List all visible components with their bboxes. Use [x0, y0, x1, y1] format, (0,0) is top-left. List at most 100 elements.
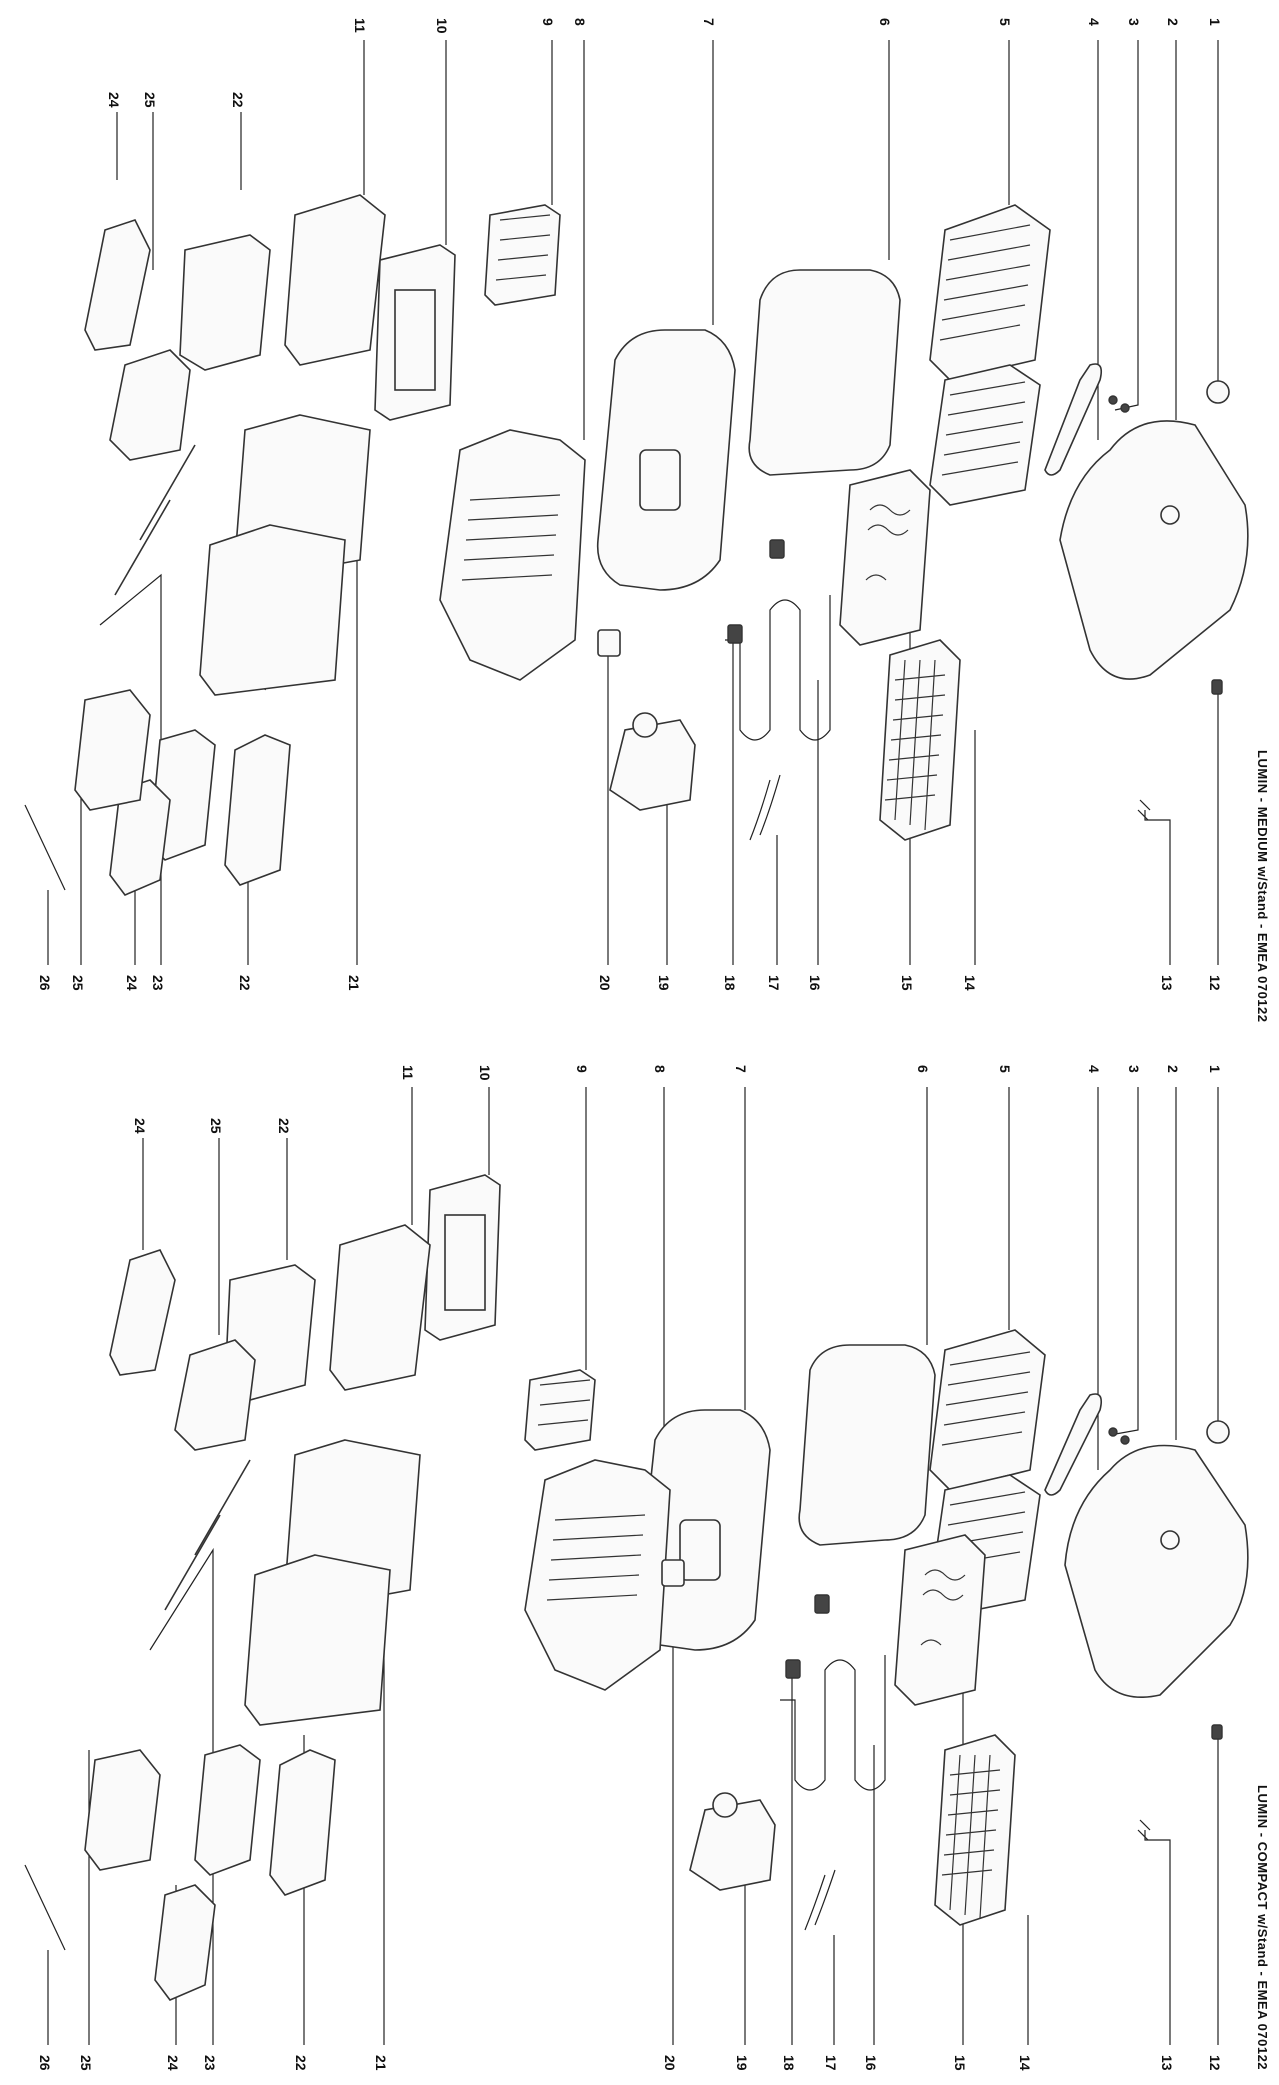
callout-24: 24 [165, 2055, 181, 2071]
callout-16: 16 [863, 2055, 879, 2071]
inner-callouts: 22 25 24 [132, 1118, 292, 1335]
panel-compact: LUMIN - COMPACT w/Stand - EMEA 070122 1 … [24, 1065, 1270, 2071]
clip-part [1211, 1724, 1223, 1740]
cable-part [749, 774, 781, 841]
callout-20: 20 [662, 2055, 678, 2071]
drip-tray-part [798, 1344, 936, 1546]
panel-medium: LUMIN - MEDIUM w/Stand - EMEA 070122 1 2… [24, 18, 1270, 1023]
callout-22: 22 [237, 975, 253, 991]
plug-part [661, 1559, 685, 1587]
grommet-part [1120, 1435, 1130, 1445]
tool-part [24, 804, 66, 891]
callout-2: 2 [1165, 1065, 1181, 1073]
fan-cover-part [839, 469, 931, 646]
callout-3: 3 [1126, 18, 1142, 26]
callout-12: 12 [1207, 2055, 1223, 2071]
inner-callouts: 22 25 24 [106, 92, 246, 270]
parts-medium [24, 194, 1249, 896]
callout-7: 7 [733, 1065, 749, 1073]
controller-part [609, 719, 696, 811]
flat-plate-part [284, 194, 386, 366]
lid-part [1064, 1444, 1249, 1699]
grommet-part [1120, 403, 1130, 413]
callout-3: 3 [1126, 1065, 1142, 1073]
knob-part [1206, 380, 1230, 404]
lid-part [1059, 420, 1249, 680]
bottom-callouts: 12 13 14 15 16 17 18 19 20 21 22 23 24 2… [37, 975, 1223, 991]
top-leader-lines [363, 40, 1219, 440]
callout-23: 23 [202, 2055, 218, 2071]
knob-part [1206, 1420, 1230, 1444]
grate-part [879, 639, 961, 841]
grate-part [934, 1734, 1016, 1926]
callout-19: 19 [656, 975, 672, 991]
callout-22: 22 [293, 2055, 309, 2071]
callout-14: 14 [962, 975, 978, 991]
stand-frame-part [439, 429, 586, 681]
callout-10: 10 [434, 18, 450, 34]
top-callouts: 1 2 3 4 5 6 7 8 9 10 11 [400, 1065, 1223, 1081]
callout-26: 26 [37, 2055, 53, 2071]
plug-part [597, 629, 621, 657]
callout-10: 10 [477, 1065, 493, 1081]
callout-8: 8 [572, 18, 588, 26]
connector-part [727, 624, 743, 644]
bottom-callouts: 12 13 14 15 16 17 18 19 20 21 22 23 24 2… [37, 2055, 1223, 2071]
callout-18: 18 [722, 975, 738, 991]
callout-25-inner: 25 [208, 1118, 224, 1134]
callout-1: 1 [1207, 18, 1223, 26]
fan-cover-part [894, 1534, 986, 1706]
callout-4: 4 [1086, 1065, 1102, 1073]
foot-part [109, 1249, 176, 1376]
callout-15: 15 [952, 2055, 968, 2071]
panel-title: LUMIN - COMPACT w/Stand - EMEA 070122 [1255, 1785, 1270, 2070]
flat-plate-part [329, 1224, 431, 1391]
bottom-leader-lines [47, 1529, 1219, 2045]
callout-21: 21 [373, 2055, 389, 2071]
bracket-part [174, 1339, 256, 1451]
callout-23: 23 [150, 975, 166, 991]
panel-title: LUMIN - MEDIUM w/Stand - EMEA 070122 [1255, 750, 1270, 1023]
callout-4: 4 [1086, 18, 1102, 26]
callout-24-inner: 24 [106, 92, 122, 108]
callout-18: 18 [781, 2055, 797, 2071]
rod-part [114, 444, 196, 596]
callout-20: 20 [597, 975, 613, 991]
rod-part [164, 1459, 251, 1611]
foot-part [84, 219, 151, 351]
callout-6: 6 [877, 18, 893, 26]
callout-26: 26 [37, 975, 53, 991]
small-tray-part [484, 204, 561, 306]
controller-part [689, 1799, 776, 1891]
callout-16: 16 [807, 975, 823, 991]
callout-9: 9 [574, 1065, 590, 1073]
callout-25: 25 [78, 2055, 94, 2071]
callout-22-inner: 22 [230, 92, 246, 108]
callout-5: 5 [997, 18, 1013, 26]
callout-13: 13 [1159, 2055, 1175, 2071]
callout-14: 14 [1017, 2055, 1033, 2071]
callout-17: 17 [766, 975, 782, 991]
callout-25: 25 [70, 975, 86, 991]
callout-24-inner: 24 [132, 1118, 148, 1134]
side-panel-part [244, 1439, 421, 1726]
callout-13: 13 [1159, 975, 1175, 991]
connector-part [785, 1659, 801, 1679]
tool-part [24, 1864, 66, 1951]
leg-part [194, 1264, 336, 1896]
clip-part [1211, 679, 1223, 695]
callout-21: 21 [346, 975, 362, 991]
callout-19: 19 [734, 2055, 750, 2071]
heating-element-part [780, 1655, 886, 1791]
callout-11: 11 [352, 18, 368, 33]
callout-9: 9 [540, 18, 556, 26]
grill-plate-part [929, 204, 1051, 506]
parts-compact [24, 1174, 1249, 2001]
handle-part [1044, 1393, 1103, 1496]
callout-5: 5 [997, 1065, 1013, 1073]
callout-12: 12 [1207, 975, 1223, 991]
callout-11: 11 [400, 1065, 416, 1080]
callout-6: 6 [915, 1065, 931, 1073]
stand-frame-part [524, 1459, 671, 1691]
